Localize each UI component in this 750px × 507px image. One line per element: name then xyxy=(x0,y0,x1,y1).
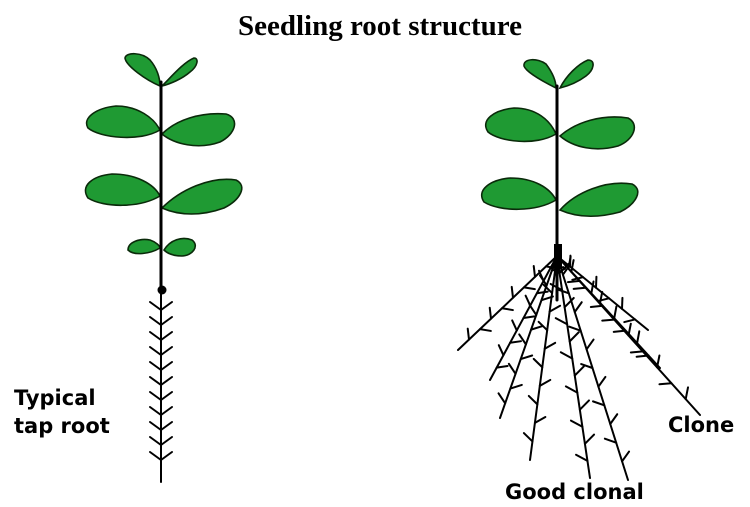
root-hair xyxy=(659,383,671,384)
root-hair xyxy=(161,452,172,460)
root-hair xyxy=(534,359,543,367)
root-hair xyxy=(575,302,582,312)
leaf xyxy=(128,239,160,253)
clone-label: Clone xyxy=(668,411,734,439)
leaf xyxy=(162,114,235,146)
root-hair xyxy=(624,319,635,322)
root-hair xyxy=(161,407,172,415)
root-hair xyxy=(629,324,631,336)
leaf xyxy=(482,178,556,209)
root-hair xyxy=(622,452,629,462)
root-hair xyxy=(574,288,586,289)
root-hair xyxy=(161,422,172,430)
leaf xyxy=(560,60,593,88)
root-hair xyxy=(150,452,161,460)
root-hair xyxy=(161,347,172,355)
typical-tap-root-label: Typical tap root xyxy=(14,384,110,441)
root-hair xyxy=(161,317,172,325)
root-hair xyxy=(530,305,537,315)
root-hair xyxy=(519,334,526,344)
root-hair xyxy=(585,435,594,444)
typical-label-line1: Typical xyxy=(14,386,96,410)
typical-label-line2: tap root xyxy=(14,414,110,438)
leaf xyxy=(524,60,556,88)
good-clonal-label: Good clonal xyxy=(505,478,644,506)
root-hair xyxy=(512,320,517,330)
leaf xyxy=(164,238,195,256)
tap-root xyxy=(150,292,172,482)
root-hair xyxy=(524,287,535,289)
root-hair xyxy=(568,281,580,282)
root-hair xyxy=(631,351,643,352)
root-hair xyxy=(161,362,172,370)
root-hair xyxy=(150,347,161,355)
leaf xyxy=(560,117,634,149)
root-hair xyxy=(502,308,513,310)
root-hair xyxy=(161,392,172,400)
root-hair xyxy=(529,396,538,404)
clonal-root-seedling xyxy=(458,60,700,480)
root-hair xyxy=(575,366,584,375)
leaf xyxy=(162,179,242,214)
root-hair xyxy=(161,332,172,340)
root-hair xyxy=(480,329,491,331)
root-hair xyxy=(499,393,506,403)
root-hair xyxy=(598,377,605,387)
root xyxy=(500,256,557,418)
root-hair xyxy=(150,317,161,325)
root-hair xyxy=(150,407,161,415)
root-hair xyxy=(509,364,516,374)
root-hair xyxy=(570,332,579,341)
root-hair xyxy=(150,392,161,400)
leaf xyxy=(162,58,197,86)
leaf xyxy=(486,108,556,141)
leaf xyxy=(87,106,160,137)
root-hair xyxy=(534,266,535,277)
clonal-roots xyxy=(458,256,700,480)
root-hair xyxy=(524,433,533,441)
root xyxy=(458,256,557,350)
root-hair xyxy=(150,302,161,310)
root-hair xyxy=(512,287,513,298)
root-hair xyxy=(150,437,161,445)
root-hair xyxy=(614,306,616,318)
root-hair xyxy=(600,292,602,304)
root-hair xyxy=(150,422,161,430)
root-hair xyxy=(150,377,161,385)
root-hair xyxy=(161,437,172,445)
root-hair xyxy=(499,345,504,355)
root-hair xyxy=(602,320,614,321)
root-hair xyxy=(610,414,617,424)
root-hair xyxy=(161,302,172,310)
root-hair xyxy=(587,340,594,350)
root-hair xyxy=(637,331,639,343)
root-hair xyxy=(150,362,161,370)
root-hair xyxy=(490,308,491,319)
leaf xyxy=(125,54,160,86)
root-hair xyxy=(686,387,688,399)
leaf xyxy=(85,174,160,205)
root-hair xyxy=(468,329,469,340)
root-hair xyxy=(150,332,161,340)
leaf xyxy=(560,183,638,216)
root-hair xyxy=(580,400,589,409)
root-hair xyxy=(161,377,172,385)
